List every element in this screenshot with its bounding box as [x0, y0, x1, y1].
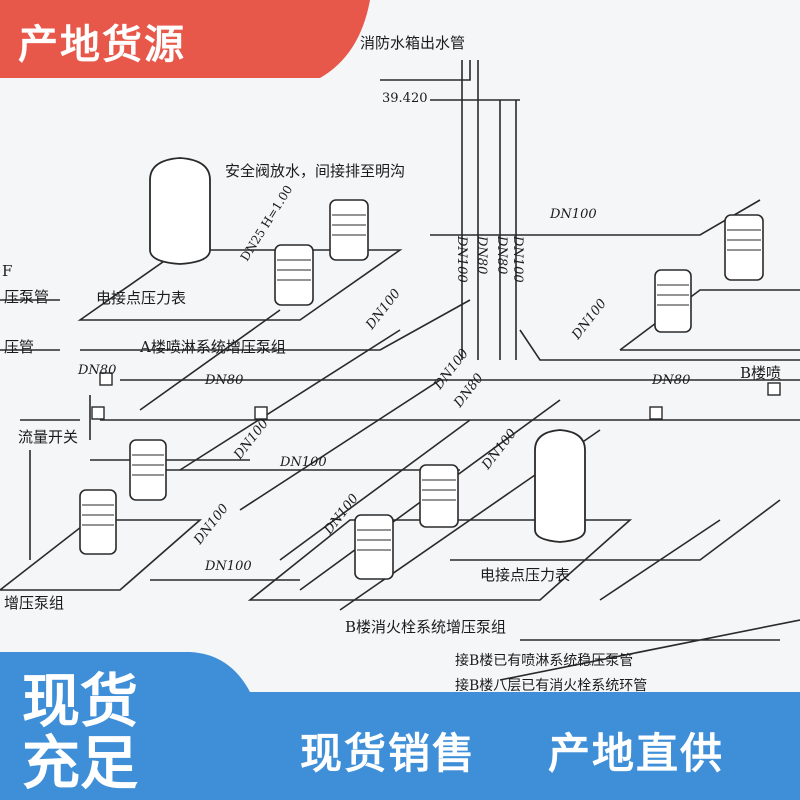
label-b-building: B楼喷 [740, 364, 781, 382]
pipe-label: DN80 [77, 363, 116, 378]
slogan-right: 产地直供 [548, 729, 725, 778]
pump-fins [82, 214, 761, 551]
label-pressure-gauge-a: 电接点压力表 [96, 289, 186, 307]
pipe-label: DN80 [494, 235, 509, 274]
label-pressure-pipe: 压管 [4, 338, 34, 356]
pipe-label: DN100 [231, 416, 272, 463]
flow-meter [649, 406, 663, 420]
upper-run [430, 199, 800, 361]
badge-text: 产地货源 [18, 22, 186, 68]
pump-unit [654, 269, 692, 333]
pressure-tank-a [149, 157, 211, 265]
label-connect-b-sprinkler: 接B楼已有喷淋系统稳压泵管 [455, 652, 633, 669]
platform-left [0, 519, 203, 591]
main-pipe [80, 299, 800, 440]
flow-meter [99, 372, 113, 386]
pipe-label: DN80 [474, 235, 489, 274]
pipe-label: DN80 [651, 373, 690, 388]
bottom-banner [0, 652, 800, 800]
label-fire-tank-outlet: 消防水箱出水管 [360, 34, 465, 52]
pipe-label: DN100 [510, 235, 525, 283]
flow-meter [91, 406, 105, 420]
source-badge [0, 0, 370, 78]
pipe-label: DN80 [204, 373, 243, 388]
flow-meter [254, 406, 268, 420]
label-pump-pipe-left: 压泵管 [4, 288, 49, 306]
pipe-label: DN100 [191, 501, 232, 548]
platform-right [619, 289, 800, 351]
label-booster-left: 增压泵组 [4, 594, 64, 612]
label-pressure-gauge-b: 电接点压力表 [480, 566, 570, 584]
pump-unit [129, 439, 167, 501]
pipe-label: DN100 [549, 207, 597, 222]
label-group-b: B楼消火栓系统增压泵组 [345, 618, 506, 636]
lower-runs [90, 459, 800, 681]
top-pipe [380, 60, 520, 101]
label-connect-b-hydrant: 接B楼八层已有消火栓系统环管 [455, 677, 647, 694]
pipe-label: DN100 [454, 235, 469, 283]
pump-unit [354, 514, 394, 580]
flow-meter [767, 382, 781, 396]
label-relief-valve: 安全阀放水，间接排至明沟 [225, 162, 405, 180]
slogan-left: 现货销售 [300, 729, 477, 778]
pipe-label: DN80 [451, 371, 487, 411]
pipe-label: DN100 [204, 559, 252, 574]
pump-unit [419, 464, 459, 528]
pressure-tank-b [534, 429, 586, 543]
pipe-label: DN100 [279, 455, 327, 470]
pump-unit [329, 199, 369, 261]
label-f-mark: F [2, 262, 12, 280]
pipe-label: DN100 [479, 426, 520, 473]
pump-unit [79, 489, 117, 555]
riser-pipe [461, 60, 517, 360]
left-edge [0, 299, 80, 560]
pipe-label: DN100 [363, 286, 404, 333]
platform-a [77, 249, 403, 321]
label-flow-switch: 流量开关 [18, 428, 78, 446]
stock-line-2: 充足 [22, 729, 139, 797]
diagonal-runs [139, 309, 601, 611]
pump-unit [274, 244, 314, 306]
pump-unit [724, 214, 764, 281]
label-elevation: 39.420 [382, 91, 428, 106]
stock-line-1: 现货 [22, 667, 139, 735]
platform-b [247, 519, 633, 601]
label-group-a: A楼喷淋系统增压泵组 [139, 338, 286, 356]
pipe-label: DN100 [569, 296, 610, 343]
